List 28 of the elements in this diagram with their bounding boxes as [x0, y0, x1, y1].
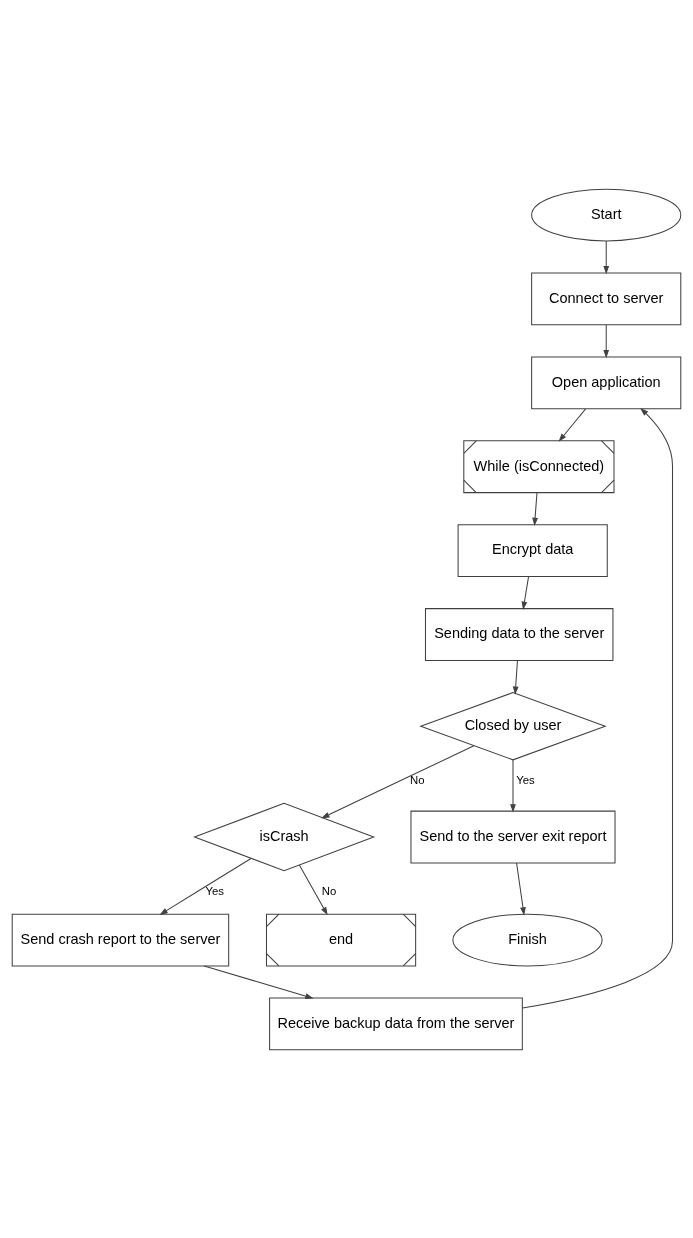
arrow — [298, 864, 328, 915]
node-diamond: isCrash — [193, 802, 376, 871]
arrow — [522, 407, 673, 1009]
edge-label: No — [409, 774, 425, 786]
edge-label: No — [321, 884, 337, 897]
node-box: Connect to server — [531, 272, 682, 325]
arrow — [321, 744, 475, 818]
arrow — [521, 575, 530, 610]
edge-label: Yes — [205, 884, 224, 897]
node-box: Send crash report to the server — [11, 913, 230, 966]
arrow — [603, 323, 610, 358]
node-box: Send to the server exit report — [410, 810, 616, 863]
node-diamond: Closed by user — [419, 691, 607, 760]
arrow — [558, 407, 587, 442]
node-ellipse: Start — [531, 188, 682, 241]
arrow — [203, 964, 314, 999]
arrow — [510, 758, 516, 813]
node-box: Encrypt data — [457, 523, 608, 577]
node-ellipse: Finish — [452, 913, 603, 966]
node-box: Receive backup data from the server — [269, 997, 523, 1050]
arrow — [512, 659, 519, 695]
node-box: Open application — [531, 355, 682, 409]
arrow — [532, 491, 538, 526]
arrow — [516, 862, 526, 916]
edge-label: Yes — [516, 774, 535, 786]
arrow — [159, 857, 252, 915]
node-box: Sending data to the server — [424, 607, 614, 661]
arrow — [603, 240, 610, 274]
